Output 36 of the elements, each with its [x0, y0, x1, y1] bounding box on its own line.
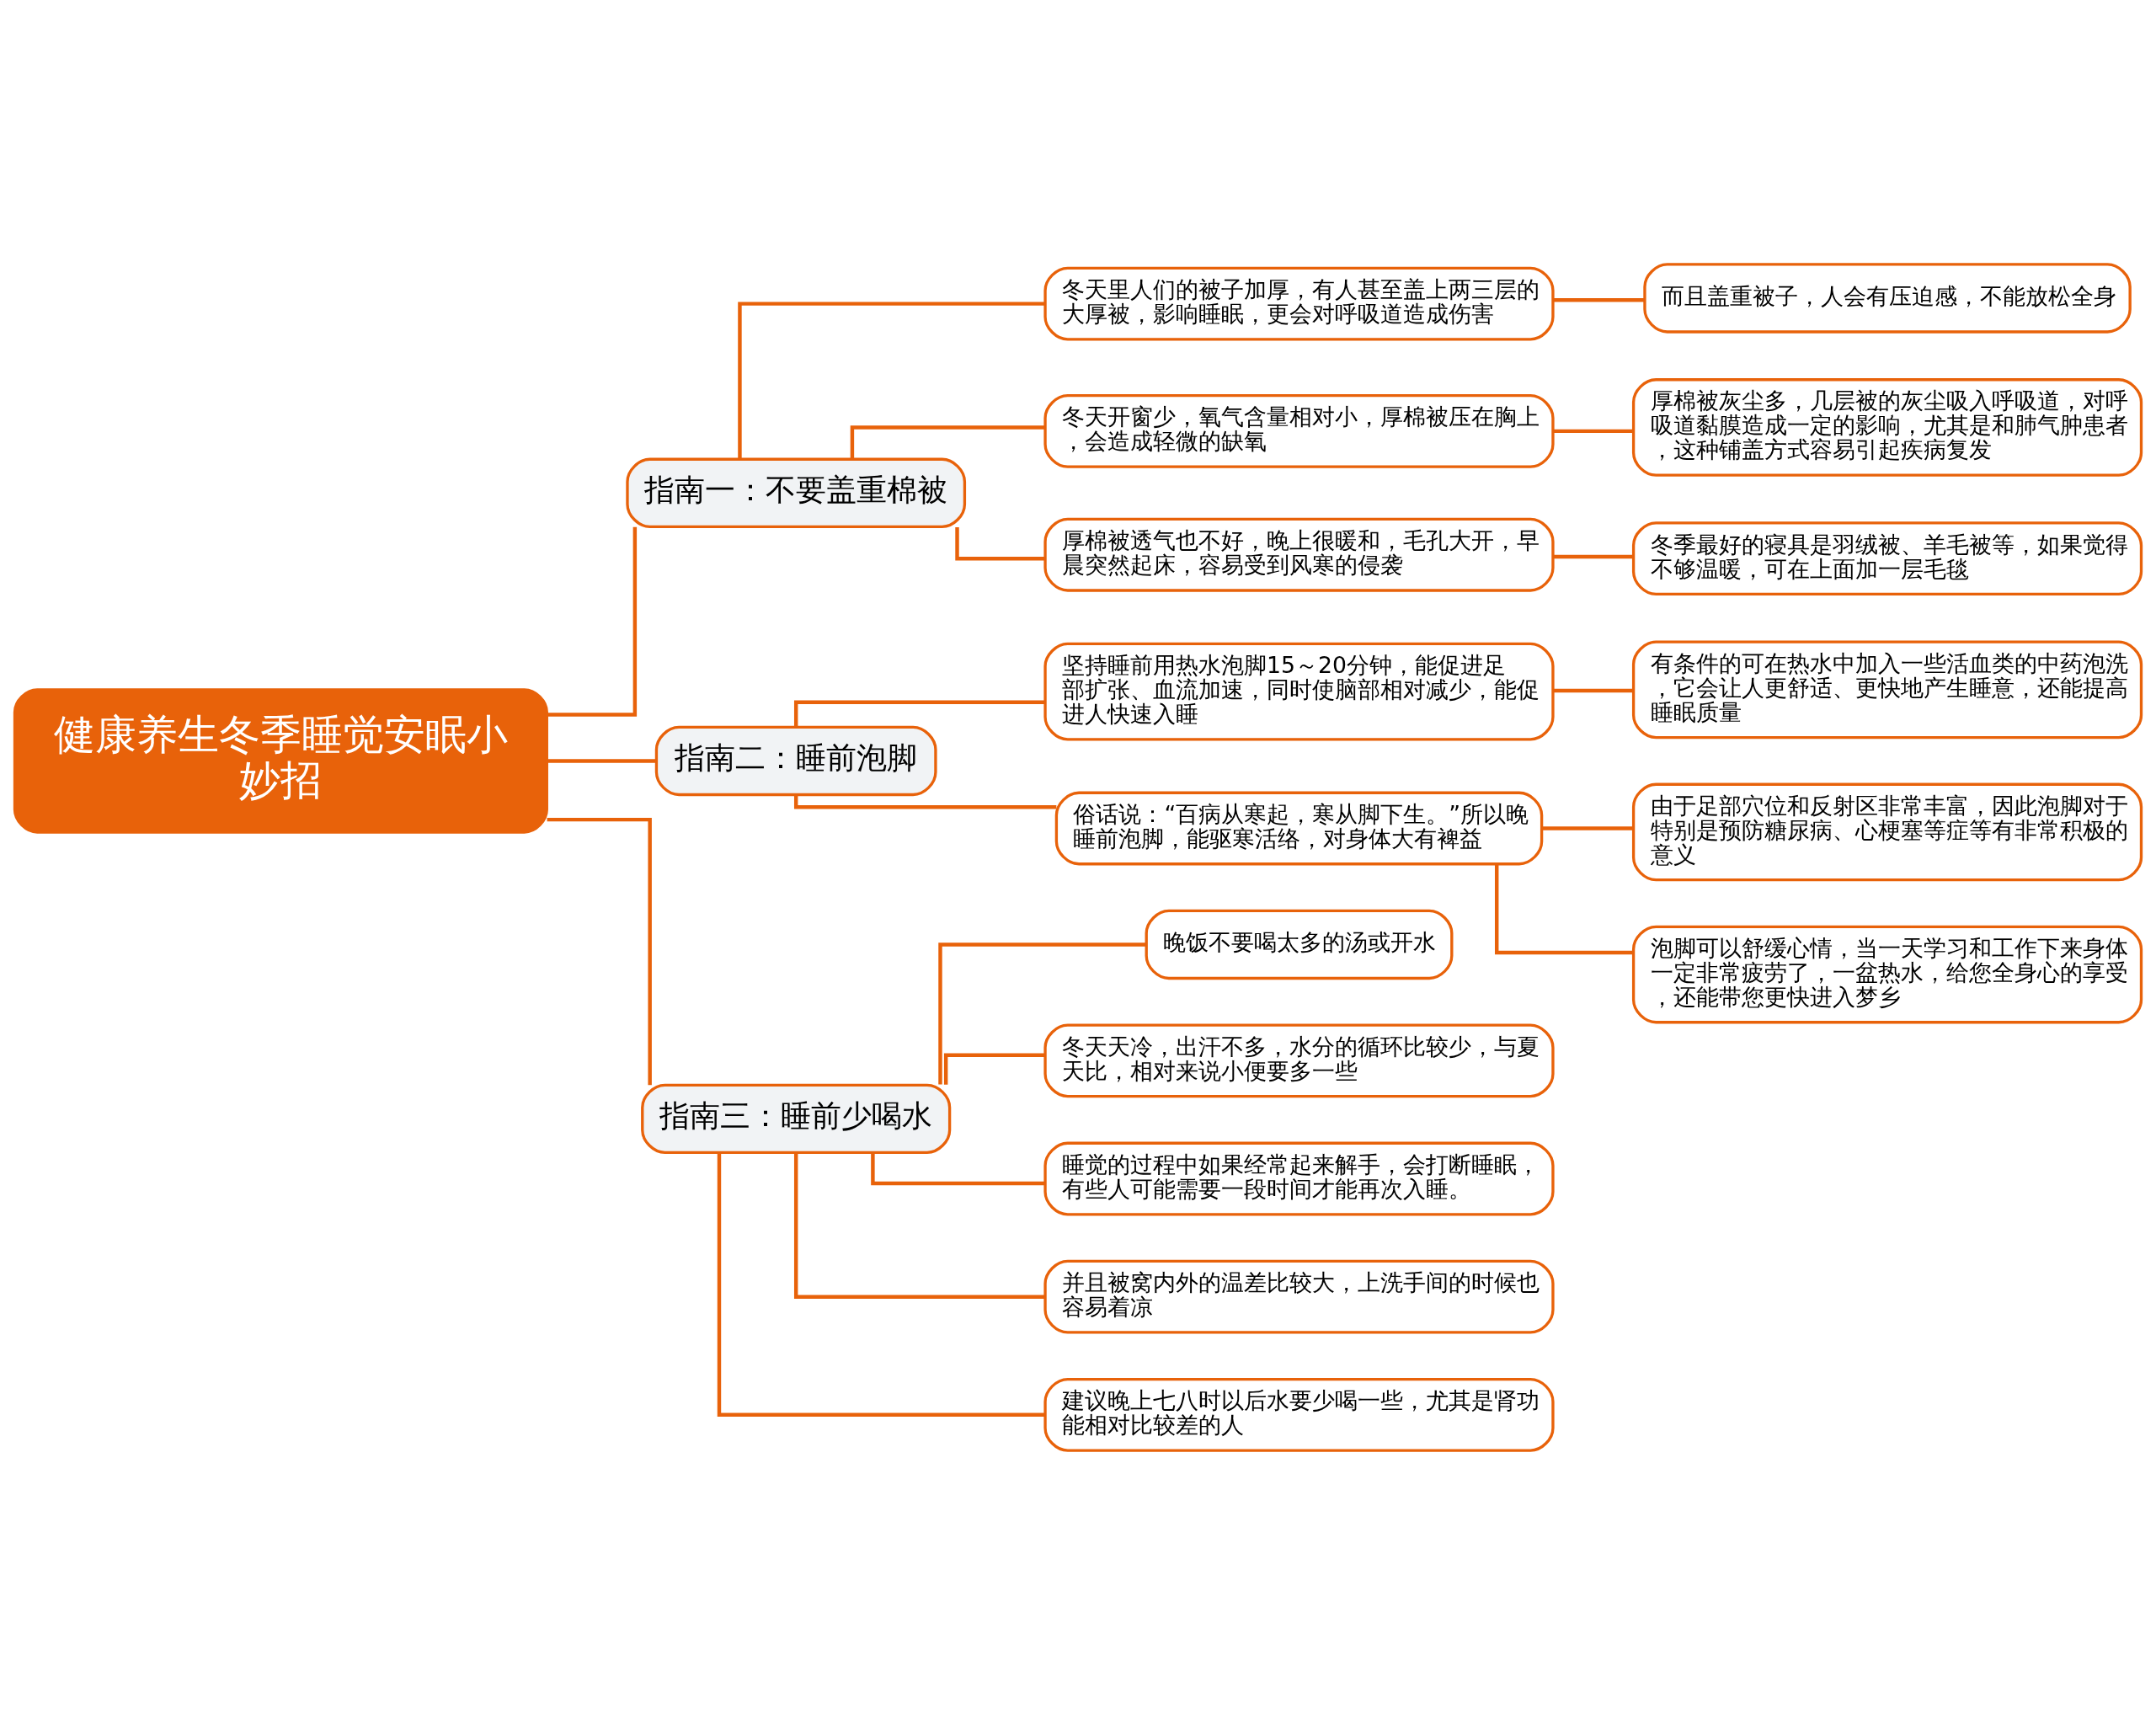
node-box: 有条件的可在热水中加入一些活血类的中药泡洗，它会让人更舒适、更快地产生睡意，还能提高睡眠质量 [1631, 640, 2143, 739]
node-box: 俗话说：“百病从寒起，寒从脚下生。”所以晚睡前泡脚，能驱寒活络，对身体大有裨益 [1054, 791, 1544, 865]
node-box: 厚棉被灰尘多，几层被的灰尘吸入呼吸道，对呼吸道黏膜造成一定的影响，尤其是和肺气肿患者，这种铺盖方式容易引起疾病复发 [1631, 377, 2143, 477]
connector [793, 1152, 1045, 1299]
connector [943, 1052, 1045, 1085]
connector [1553, 688, 1634, 692]
connector [793, 700, 1045, 727]
node-box: 建议晚上七八时以后水要少喝一些，尤其是肾功能相对比较差的人 [1043, 1377, 1555, 1452]
node-box: 指南三：睡前少喝水 [641, 1083, 952, 1154]
connector [1541, 825, 1634, 830]
node-box: 泡脚可以舒缓心情，当一天学习和工作下来身体一定非常疲劳了，一盆热水，给您全身心的享受，还能带您更快进入梦乡 [1631, 925, 2143, 1023]
node-box: 冬天天冷，出汗不多，水分的循环比较少，与夏天比，相对来说小便要多一些 [1043, 1023, 1555, 1097]
connector [1553, 554, 1634, 558]
node-box: 坚持睡前用热水泡脚15～20分钟，能促进足部扩张、血流加速，同时使脑部相对减少，能促进人快速入睡 [1043, 642, 1555, 740]
connector [547, 526, 638, 717]
node-box: 厚棉被透气也不好，晚上很暖和，毛孔大开，早晨突然起床，容易受到风寒的侵袭 [1043, 517, 1555, 592]
node-box: 晚饭不要喝太多的汤或开水 [1145, 909, 1454, 980]
connector [938, 942, 1146, 1084]
node-box: 并且被窝内外的温差比较大，上洗手间的时候也容易着凉 [1043, 1259, 1555, 1334]
connector [738, 301, 1045, 459]
node-box: 健康养生冬季睡觉安眠小妙招 [13, 687, 548, 834]
connector [547, 817, 652, 1085]
connector [1495, 863, 1634, 954]
node-box: 指南一：不要盖重棉被 [626, 457, 967, 528]
node-box: 由于足部穴位和反射区非常丰富，因此泡脚对于特别是预防糖尿病、心梗塞等症等有非常积极的意义 [1631, 782, 2143, 881]
connector [717, 1152, 1045, 1417]
node-box: 冬天里人们的被子加厚，有人甚至盖上两三层的大厚被，影响睡眠，更会对呼吸道造成伤害 [1043, 266, 1555, 341]
node-box: 指南二：睡前泡脚 [654, 725, 937, 796]
connector [1553, 429, 1634, 433]
connector [1553, 297, 1645, 302]
node-box: 冬天开窗少，氧气含量相对小，厚棉被压在胸上，会造成轻微的缺氧 [1043, 393, 1555, 468]
node-box: 冬季最好的寝具是羽绒被、羊毛被等，如果觉得不够温暖，可在上面加一层毛毯 [1631, 521, 2143, 595]
node-box: 睡觉的过程中如果经常起来解手，会打断睡眠，有些人可能需要一段时间才能再次入睡。 [1043, 1141, 1555, 1215]
node-box: 而且盖重被子，人会有压迫感，不能放松全身 [1643, 262, 2132, 334]
connector [547, 758, 657, 763]
connector [793, 794, 1057, 809]
